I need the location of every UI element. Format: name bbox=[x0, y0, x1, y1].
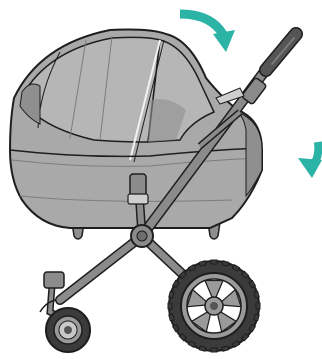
tire-tread bbox=[199, 346, 206, 351]
tire-tread bbox=[222, 261, 229, 266]
tire-tread bbox=[169, 314, 174, 321]
handle-grip bbox=[266, 34, 296, 70]
tire-tread bbox=[254, 314, 259, 321]
arrow-curved-down-icon bbox=[298, 142, 322, 178]
tire-tread bbox=[168, 303, 172, 309]
rear-wheel bbox=[168, 260, 260, 352]
tire-tread bbox=[256, 303, 260, 309]
tire-tread bbox=[254, 291, 259, 298]
tire-tread bbox=[169, 291, 174, 298]
tire-tread bbox=[222, 346, 229, 351]
tire-tread bbox=[199, 261, 206, 266]
arrow-curved-right-icon bbox=[180, 14, 235, 52]
tire-tread bbox=[211, 260, 217, 264]
tire-tread bbox=[211, 348, 217, 352]
